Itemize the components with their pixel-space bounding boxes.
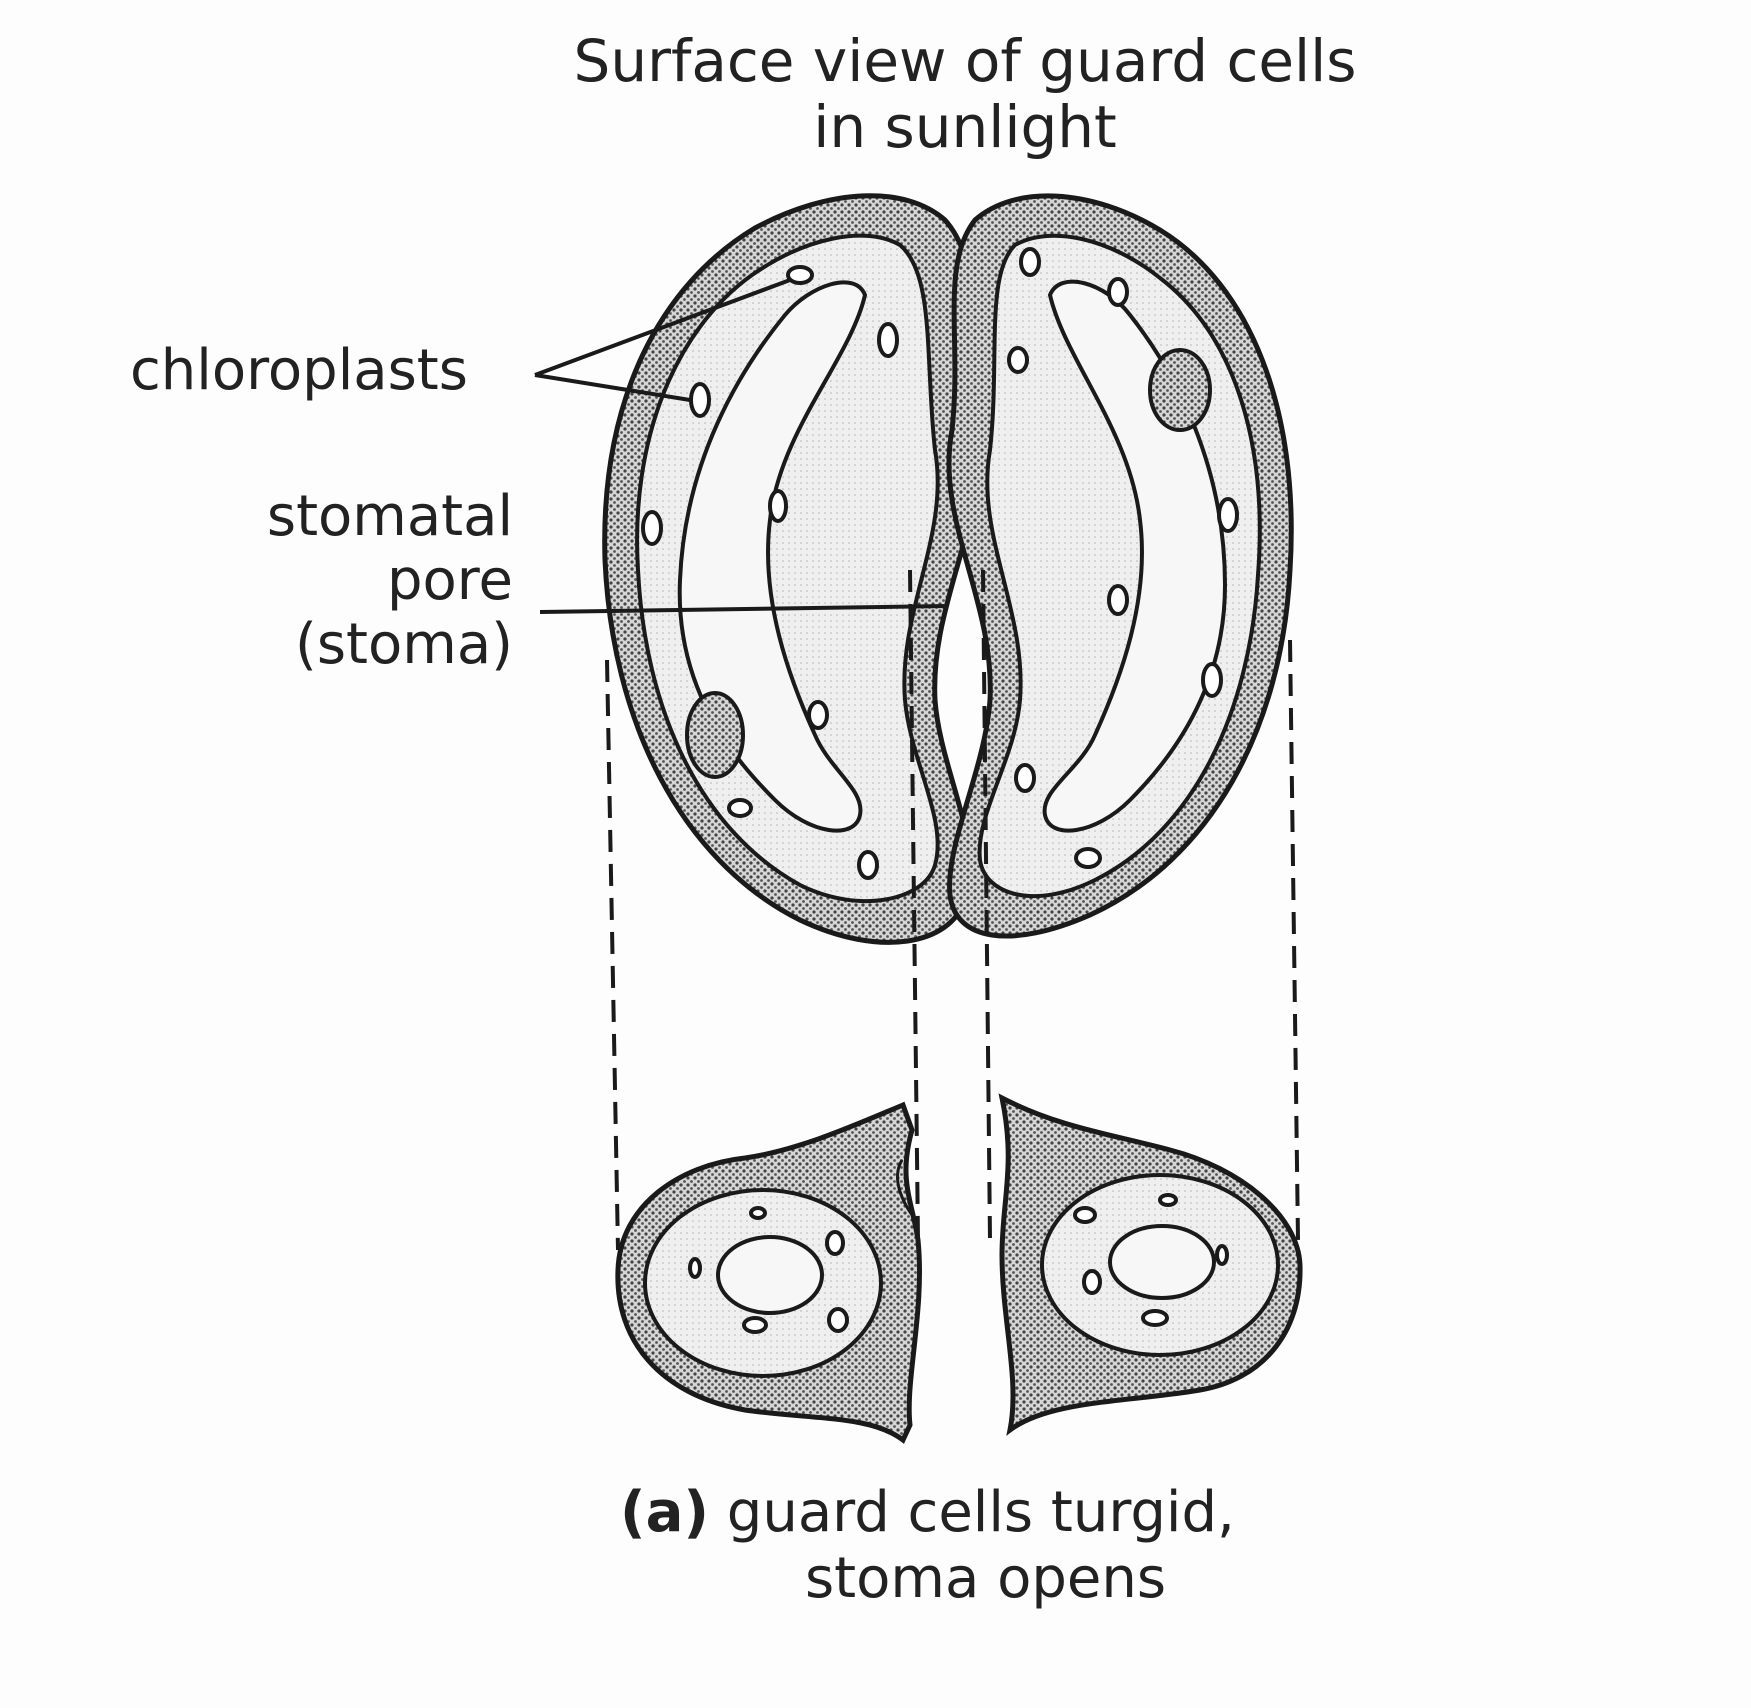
projection-line-right-inner bbox=[981, 569, 992, 1241]
chloroplast bbox=[1141, 1309, 1169, 1327]
chloroplast bbox=[807, 700, 829, 730]
projection-lines bbox=[605, 569, 1300, 1251]
chloroplast bbox=[1014, 763, 1036, 793]
chloroplast bbox=[688, 1257, 702, 1279]
caption-line-1: guard cells turgid, bbox=[726, 1480, 1235, 1545]
chloroplast bbox=[857, 850, 879, 880]
chloroplasts-label: chloroplasts bbox=[130, 338, 468, 403]
left-guard-cell-surface bbox=[602, 193, 980, 945]
right-section-vacuole bbox=[1108, 1224, 1216, 1300]
left-guard-cell-section bbox=[615, 1101, 922, 1444]
chloroplast bbox=[641, 510, 663, 546]
caption-line-2: stoma opens bbox=[805, 1546, 1166, 1611]
left-guard-cell-nucleus bbox=[685, 691, 745, 779]
stomatal-pore-label-line-1: stomatal bbox=[266, 484, 513, 549]
projection-line-right-outer bbox=[1288, 639, 1300, 1241]
chloroplast bbox=[1217, 497, 1239, 533]
chloroplast bbox=[1107, 584, 1129, 616]
chloroplast bbox=[825, 1230, 845, 1256]
chloroplast bbox=[727, 798, 753, 818]
chloroplast bbox=[742, 1316, 768, 1334]
left-chloroplasts bbox=[641, 265, 899, 880]
caption-letter: (a) bbox=[620, 1480, 709, 1545]
stomatal-pore-leader bbox=[539, 604, 949, 614]
chloroplast bbox=[768, 489, 788, 523]
right-chloroplasts bbox=[1007, 247, 1239, 869]
chloroplast bbox=[1007, 346, 1029, 374]
diagram-title: Surface view of guard cells in sunlight bbox=[400, 28, 1530, 160]
chloroplast bbox=[827, 1307, 849, 1333]
figure-caption: (a) guard cells turgid, stoma opens bbox=[620, 1480, 1235, 1612]
chloroplast bbox=[1158, 1193, 1178, 1207]
projection-line-left-outer bbox=[605, 659, 620, 1251]
chloroplast bbox=[689, 382, 711, 418]
right-section-chloroplasts bbox=[1073, 1193, 1229, 1327]
title-line-2: in sunlight bbox=[813, 93, 1117, 161]
projection-line-left-inner bbox=[908, 569, 920, 1241]
chloroplast bbox=[1201, 662, 1223, 698]
right-guard-cell-surface bbox=[946, 193, 1294, 939]
chloroplast bbox=[877, 322, 899, 358]
left-section-chloroplasts bbox=[688, 1206, 849, 1334]
left-guard-cell-vacuole bbox=[677, 280, 868, 833]
chloroplast bbox=[1019, 247, 1041, 277]
chloroplast bbox=[1107, 277, 1129, 307]
stomatal-pore-label-line-3: (stoma) bbox=[295, 612, 513, 677]
chloroplast bbox=[1073, 1206, 1097, 1224]
right-guard-cell-section bbox=[998, 1093, 1303, 1436]
stomatal-pore-label-line-2: pore bbox=[386, 548, 513, 613]
chloroplast bbox=[1215, 1244, 1229, 1266]
stomatal-pore-label: stomatal pore (stoma) bbox=[267, 485, 513, 677]
chloroplast-leader-lower bbox=[534, 373, 691, 402]
right-guard-cell-nucleus bbox=[1148, 348, 1212, 432]
title-line-1: Surface view of guard cells bbox=[573, 27, 1357, 95]
leader-lines bbox=[534, 278, 949, 614]
chloroplast bbox=[786, 265, 814, 285]
chloroplast bbox=[1082, 1269, 1102, 1295]
chloroplast bbox=[1074, 847, 1102, 869]
chloroplast bbox=[749, 1206, 767, 1220]
left-section-vacuole bbox=[716, 1235, 824, 1315]
chloroplast-leader-upper bbox=[534, 278, 791, 377]
left-section-slit bbox=[896, 1159, 914, 1216]
